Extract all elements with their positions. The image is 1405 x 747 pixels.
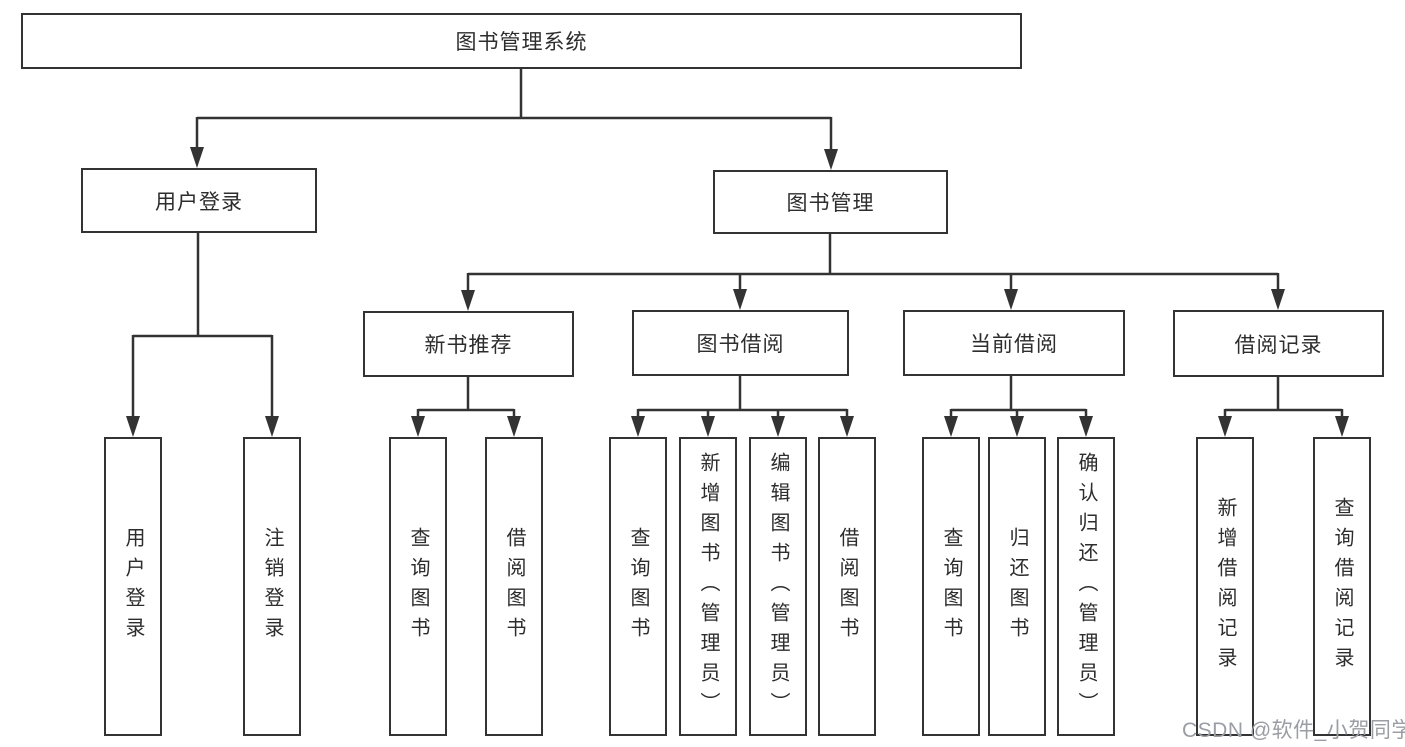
leaf-cb-return-books: 归还图书: [988, 437, 1046, 736]
node-borrowing-records: 借阅记录: [1173, 310, 1384, 377]
leaf-cb-query-books: 查询图书: [922, 437, 980, 736]
leaf-bb-edit-books-admin: 编辑图书（管理员）: [749, 437, 807, 736]
node-library-management-system: 图书管理系统: [21, 13, 1022, 69]
leaf-br-add-borrow-record: 新增借阅记录: [1196, 437, 1254, 736]
leaf-bb-borrow-books: 借阅图书: [818, 437, 876, 736]
leaf-user-login: 用户登录: [104, 437, 162, 736]
node-book-borrowing: 图书借阅: [632, 310, 849, 376]
node-current-borrowing: 当前借阅: [903, 310, 1125, 376]
csdn-watermark: CSDN @软件_小贺同学: [1182, 719, 1405, 742]
leaf-bb-query-books: 查询图书: [609, 437, 667, 736]
leaf-br-query-borrow-record: 查询借阅记录: [1313, 437, 1371, 736]
leaf-bb-add-books-admin: 新增图书（管理员）: [679, 437, 737, 736]
leaf-nbr-borrow-books: 借阅图书: [485, 437, 543, 736]
leaf-cb-confirm-return-admin: 确认归还（管理员）: [1057, 437, 1115, 736]
node-book-management: 图书管理: [713, 170, 948, 234]
node-new-book-recommend: 新书推荐: [363, 311, 574, 377]
node-user-login: 用户登录: [81, 168, 317, 233]
leaf-nbr-query-books: 查询图书: [389, 437, 447, 736]
leaf-logout-login: 注销登录: [243, 437, 301, 736]
